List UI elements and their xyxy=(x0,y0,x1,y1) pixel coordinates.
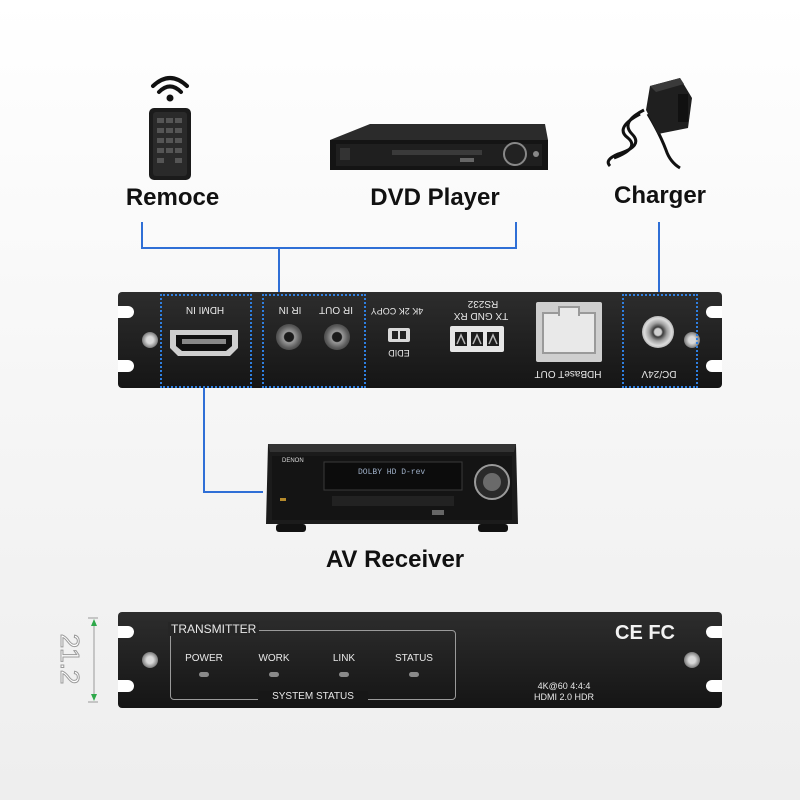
receiver-display-text: DOLBY HD D-rev xyxy=(358,468,426,477)
edid-modes-label: 4K 2K COPY xyxy=(370,306,424,316)
hdbaset-out-label: HDBaseT OUT xyxy=(534,368,602,379)
receiver-back-panel: HDMI IN IR IN IR OUT 4K 2K COPY EDID RS2… xyxy=(118,292,722,388)
wire-to-hdmi-in xyxy=(278,247,280,293)
charger-label: Charger xyxy=(613,182,707,209)
dimension-marker: 21.2 xyxy=(54,614,100,706)
system-status-label: SYSTEM STATUS xyxy=(258,691,368,702)
panel-notch xyxy=(706,626,722,638)
ir-in-label: IR IN xyxy=(278,304,302,315)
ir-ports-highlight xyxy=(262,294,366,388)
wire-receiver-h xyxy=(203,491,263,493)
led-label-status: STATUS xyxy=(395,653,433,664)
remote-control-image xyxy=(145,72,195,182)
edid-switch[interactable] xyxy=(388,328,410,342)
led-label-power: POWER xyxy=(185,653,223,664)
panel-notch xyxy=(118,626,134,638)
charger-image xyxy=(600,74,700,170)
av-receiver-label: AV Receiver xyxy=(325,546,465,573)
power-led xyxy=(199,672,209,677)
dc-power-highlight xyxy=(622,294,698,388)
link-led xyxy=(339,672,349,677)
spec-hdmi: HDMI 2.0 HDR xyxy=(533,692,594,702)
edid-label: EDID xyxy=(388,348,410,358)
wire-charger-drop xyxy=(658,222,660,293)
spec-resolution: 4K@60 4:4:4 xyxy=(537,681,591,691)
rs232-terminal[interactable] xyxy=(450,326,504,352)
led-label-link: LINK xyxy=(332,653,356,664)
dc-24v-label: DC/24V xyxy=(641,368,677,379)
rs232-label: RS232 xyxy=(467,298,499,309)
mounting-screw xyxy=(142,652,158,668)
panel-notch xyxy=(118,680,134,692)
transmitter-title: TRANSMITTER xyxy=(168,622,260,636)
hdmi-in-label: HDMI IN xyxy=(185,304,225,315)
panel-notch xyxy=(706,360,722,372)
hdmi-port[interactable] xyxy=(168,328,240,358)
ir-in-jack[interactable] xyxy=(276,324,302,350)
wire-remote-drop xyxy=(141,222,143,248)
work-led xyxy=(269,672,279,677)
dimension-value: 21.2 xyxy=(55,633,86,685)
transmitter-front-panel: TRANSMITTER POWER WORK LINK STATUS SYSTE… xyxy=(118,612,722,708)
status-led xyxy=(409,672,419,677)
status-frame xyxy=(170,630,456,700)
wire-top-bus xyxy=(141,247,517,249)
led-label-work: WORK xyxy=(258,653,290,664)
panel-notch xyxy=(118,306,134,318)
hdbaset-rj45-port[interactable] xyxy=(536,302,602,362)
av-receiver-image: DENON DOLBY HD D-rev xyxy=(262,438,522,538)
receiver-brand-text: DENON xyxy=(282,458,304,464)
wire-receiver-v xyxy=(203,388,205,492)
mounting-screw xyxy=(684,652,700,668)
rs232-pins-label: TX GND RX xyxy=(453,310,509,321)
ir-out-label: IR OUT xyxy=(319,304,353,315)
panel-notch xyxy=(118,360,134,372)
remote-label: Remoce xyxy=(125,184,220,211)
wifi-signal-icon xyxy=(149,76,191,180)
panel-notch xyxy=(706,306,722,318)
panel-notch xyxy=(706,680,722,692)
dvd-player-label: DVD Player xyxy=(370,184,500,211)
hdmi-in-highlight xyxy=(160,294,252,388)
wire-dvd-drop xyxy=(515,222,517,248)
dc-power-jack[interactable] xyxy=(642,316,674,348)
certification-marks: CE FC xyxy=(615,622,675,644)
ir-out-jack[interactable] xyxy=(324,324,350,350)
mounting-screw xyxy=(142,332,158,348)
dvd-player-image xyxy=(330,118,550,178)
